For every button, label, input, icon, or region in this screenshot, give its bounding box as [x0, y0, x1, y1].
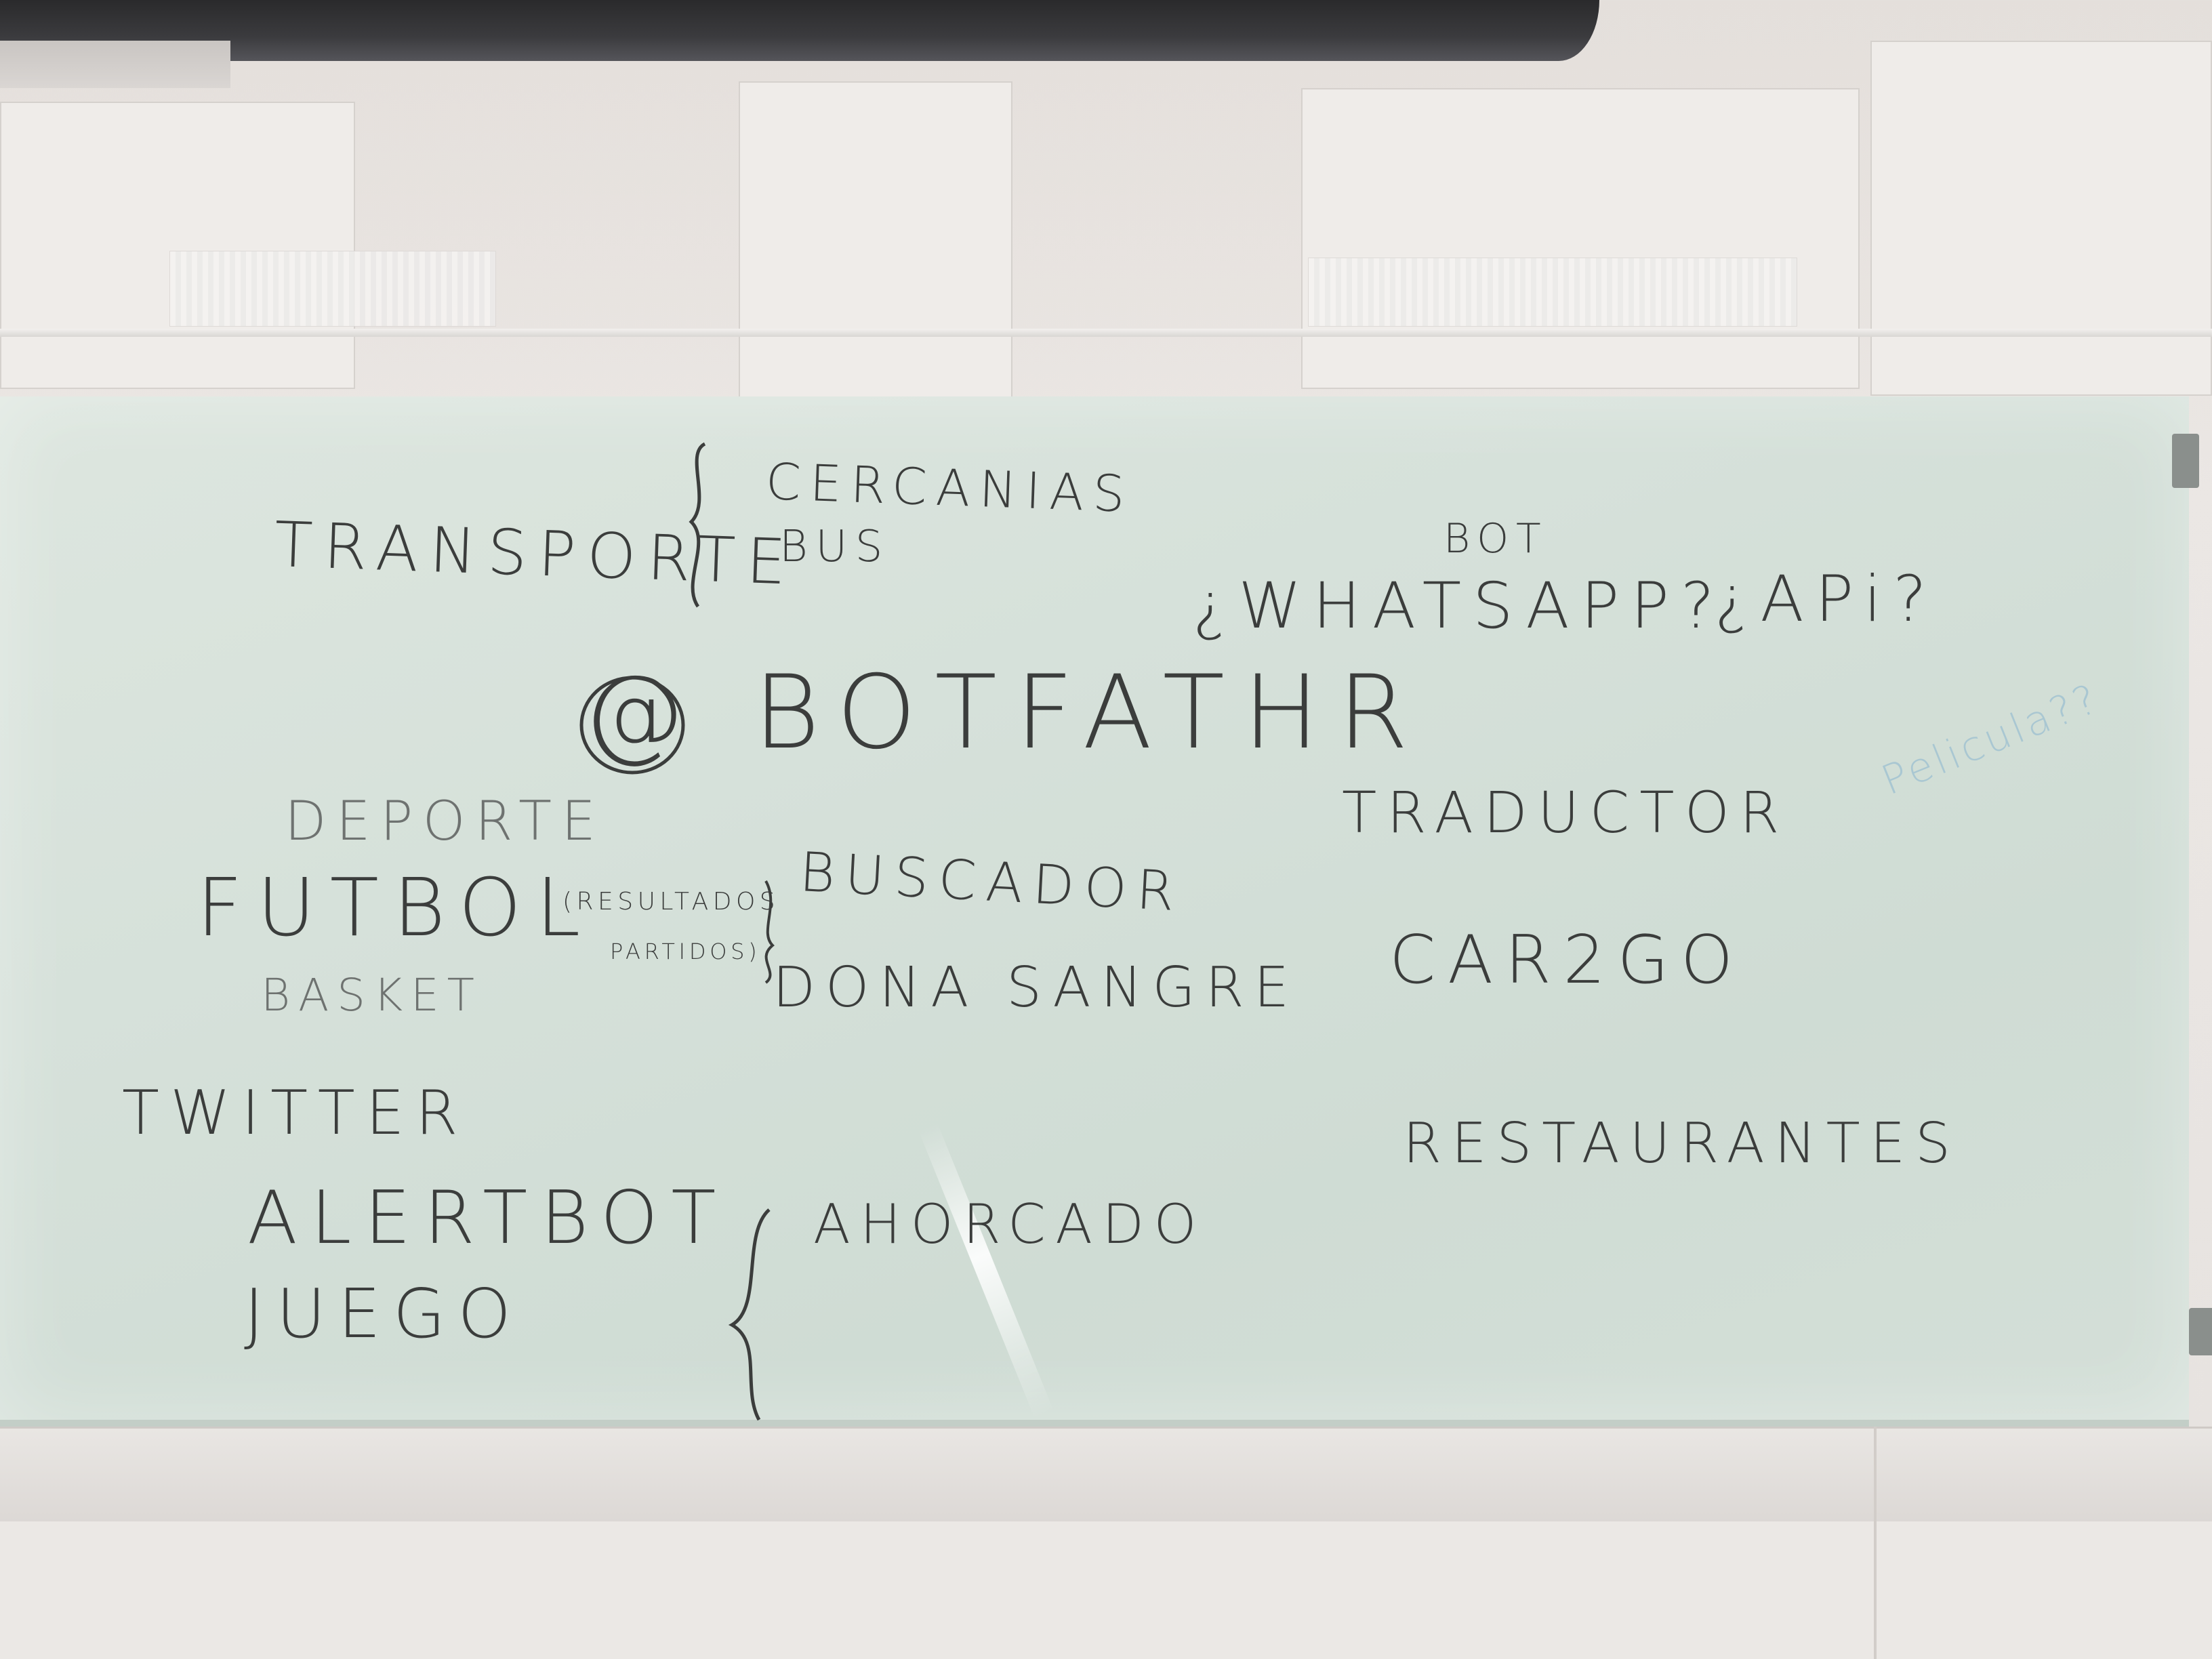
- note-bot: BOT: [1443, 515, 1549, 562]
- whiteboard: [0, 396, 2189, 1427]
- floor-strip: [0, 1427, 2212, 1523]
- floor-seam: [1874, 1427, 1877, 1659]
- wall-panel-left: [0, 102, 355, 389]
- note-juego: JUEGO: [244, 1274, 524, 1353]
- wall-panel-right: [1301, 88, 1860, 389]
- note-bus: BUS: [779, 522, 890, 572]
- note-resultados: (RESULTADOS: [562, 888, 780, 916]
- ceiling-light-right: [1308, 258, 1797, 327]
- ceiling-beam-shadow: [0, 41, 230, 88]
- glass-top-edge: [0, 329, 2212, 337]
- note-botfather: @ BOTFATHR: [583, 654, 1427, 772]
- note-ahorcado: AHORCADO: [813, 1193, 1206, 1256]
- note-basket: BASKET: [261, 969, 483, 1021]
- floor-lower: [0, 1521, 2212, 1659]
- brace-juego: [728, 1208, 771, 1421]
- note-car2go: CAR2GO: [1389, 922, 1745, 999]
- note-alertbot: ALERTBOT: [247, 1176, 729, 1261]
- whiteboard-glare: [918, 1122, 1054, 1419]
- note-partidos: PARTIDOS): [610, 939, 761, 964]
- note-dona-sangre: DONA SANGRE: [773, 956, 1299, 1020]
- brace-futbol: [764, 880, 775, 984]
- at-circle: [579, 676, 685, 775]
- ceiling-light-left: [169, 251, 496, 327]
- note-whatsapp: ¿WHATSAPP?: [1193, 569, 1726, 643]
- mount-bracket-top: [2172, 434, 2199, 488]
- note-api: ¿APi?: [1715, 562, 1938, 636]
- brace-transporte: [689, 442, 706, 608]
- note-twitter: TWITTER: [122, 1078, 469, 1149]
- ceiling-beam: [0, 0, 1599, 61]
- note-deporte: DEPORTE: [285, 790, 606, 853]
- note-futbol: FUTBOL: [197, 861, 595, 954]
- wall-panel-far-right: [1870, 41, 2212, 396]
- note-traductor: TRADUCTOR: [1342, 779, 1790, 846]
- mount-bracket-bottom: [2189, 1308, 2212, 1355]
- note-restaurantes: RESTAURANTES: [1403, 1111, 1961, 1176]
- wall-panel-center: [739, 81, 1012, 403]
